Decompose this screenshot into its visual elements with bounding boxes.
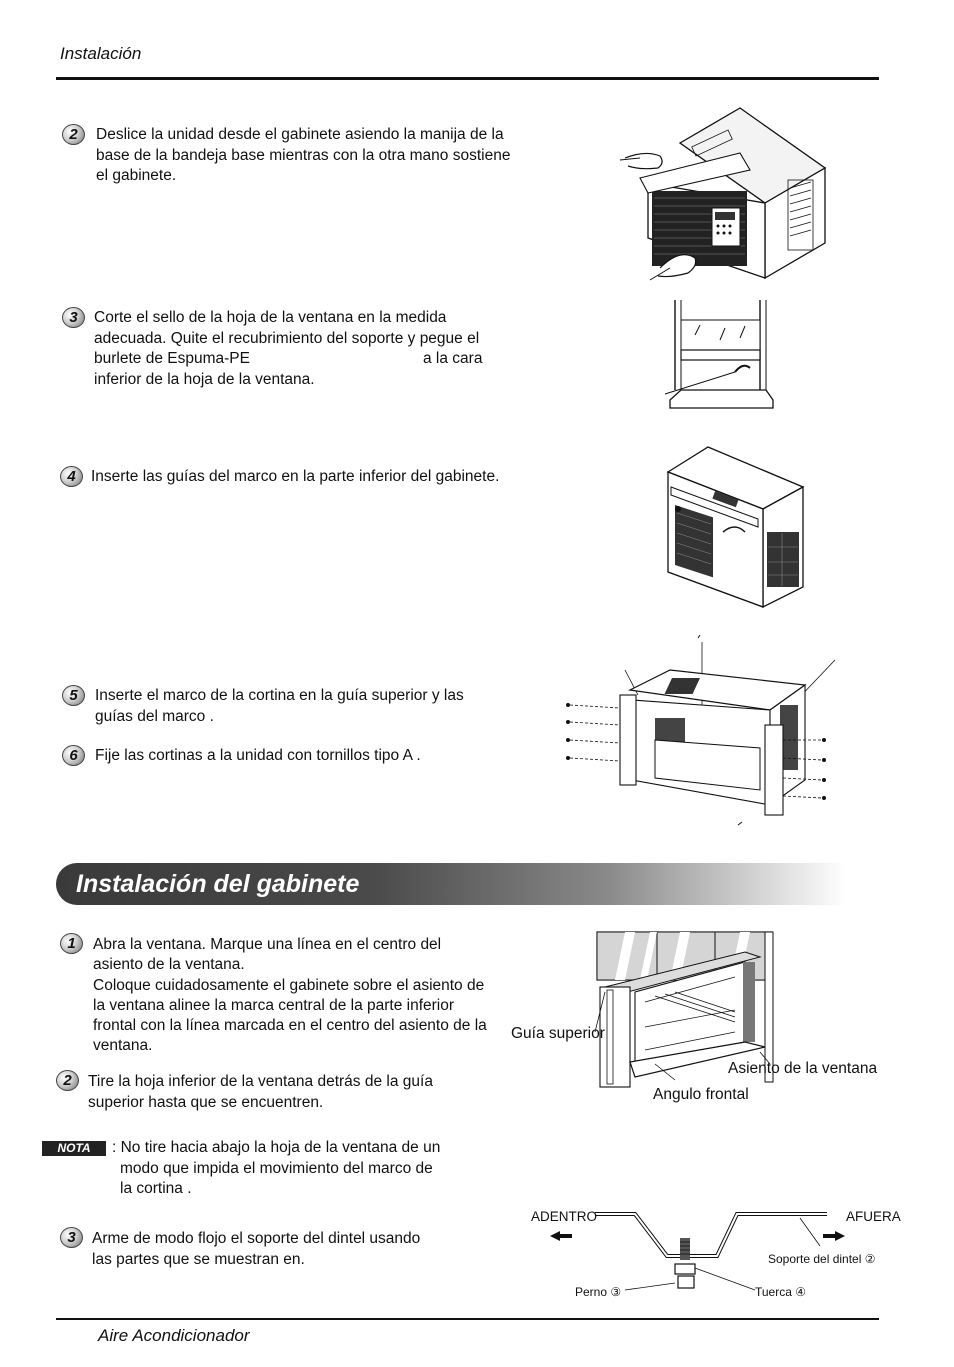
cabinet-step-3-text: Arme de modo flojo el soporte del dintel… [92, 1230, 421, 1268]
header-section-title: Instalación [60, 44, 142, 63]
header-rule [56, 77, 879, 80]
step-number-badge: 3 [62, 307, 85, 328]
step-number-badge: 2 [56, 1070, 79, 1091]
step-number-badge: 3 [60, 1227, 83, 1248]
nota-badge: NOTA [42, 1141, 106, 1156]
cabinet-step-1-text: Abra la ventana. Marque una línea en el … [93, 936, 487, 1055]
curtain-frame-illustration [566, 634, 836, 826]
step-number-badge: 6 [62, 745, 85, 766]
label-adentro: ADENTRO [531, 1209, 598, 1224]
step-6-text: Fije las cortinas a la unidad con tornil… [95, 747, 421, 764]
step-number-badge: 1 [60, 933, 83, 954]
cabinet-guides-illustration [666, 446, 805, 609]
label-afuera: AFUERA [846, 1209, 901, 1224]
step-number-badge: 4 [60, 466, 83, 487]
label-angulo-frontal: Angulo frontal [653, 1086, 749, 1103]
unit-slide-illustration [619, 107, 827, 281]
label-soporte: Soporte del dintel ② [768, 1252, 876, 1266]
cabinet-window-illustration [594, 931, 774, 1088]
nota-text: : No tire hacia abajo la hoja de la vent… [112, 1139, 441, 1197]
footer-title: Aire Acondicionador [98, 1326, 250, 1345]
label-guia-superior: Guía superior [511, 1025, 605, 1042]
window-sash-illustration [664, 300, 774, 409]
lintel-bracket-illustration [550, 1212, 845, 1291]
step-number-badge: 5 [62, 685, 85, 706]
section-banner: Instalación del gabinete [56, 863, 846, 905]
label-tuerca: Tuerca ④ [755, 1285, 806, 1299]
footer-rule [56, 1318, 879, 1320]
cabinet-step-2-text: Tire la hoja inferior de la ventana detr… [88, 1073, 433, 1111]
step-number-badge: 2 [62, 124, 85, 145]
label-asiento: Asiento de la ventana [728, 1060, 878, 1077]
step-5-text: Inserte el marco de la cortina en la guí… [95, 687, 464, 725]
section-banner-title: Instalación del gabinete [76, 870, 360, 898]
step-2-text: Deslice la unidad desde el gabinete asie… [96, 126, 511, 184]
step-4-text: Inserte las guías del marco en la parte … [91, 468, 500, 485]
label-perno: Perno ③ [575, 1285, 622, 1299]
step-3-text: Corte el sello de la hoja de la ventana … [94, 309, 483, 388]
